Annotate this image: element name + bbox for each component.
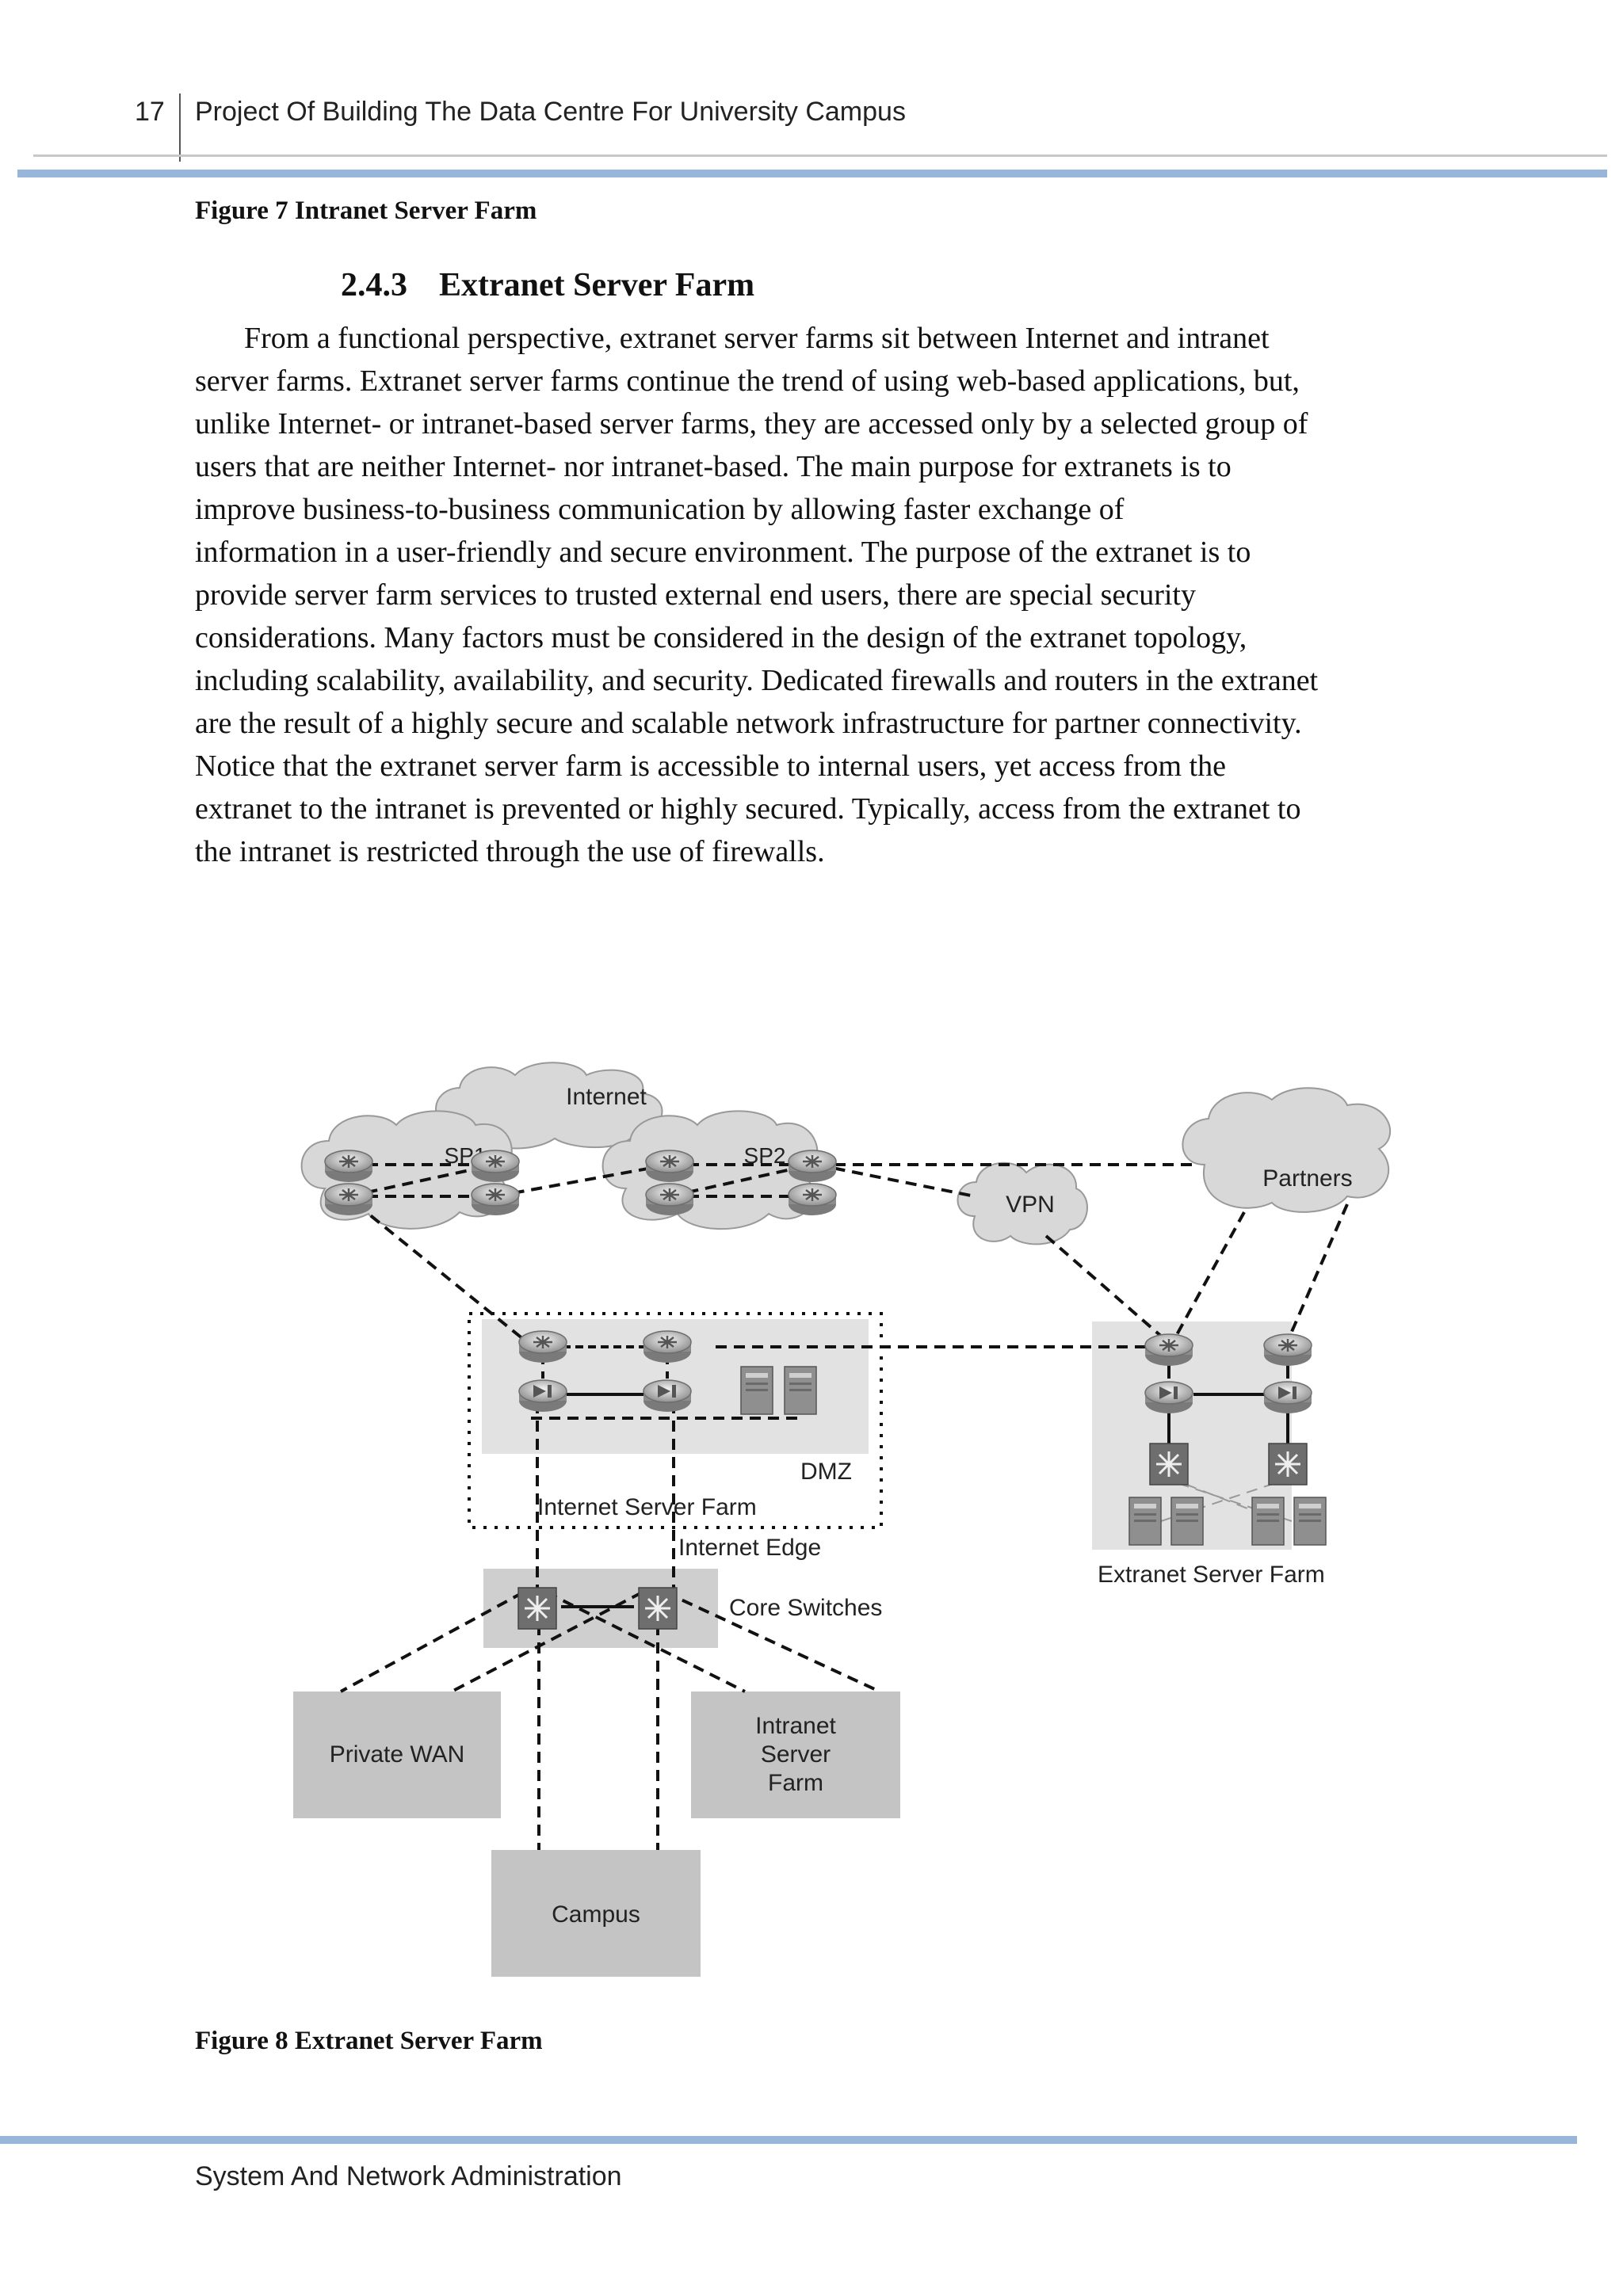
paragraph-line: extranet to the intranet is prevented or… <box>195 792 1301 826</box>
campus-box <box>491 1850 701 1977</box>
paragraph-line: From a functional perspective, extranet … <box>244 322 1270 355</box>
extranet-server-farm-label: Extranet Server Farm <box>1098 1562 1325 1588</box>
page-number: 17 <box>135 97 165 127</box>
dmz-server-icon <box>784 1366 817 1415</box>
dmz-server-icon <box>740 1366 773 1415</box>
extranet-server-icon <box>1170 1497 1204 1546</box>
intranet-server-farm-box <box>691 1691 900 1818</box>
internet-server-farm-label: Internet Server Farm <box>537 1494 757 1520</box>
paragraph-line: considerations. Many factors must be con… <box>195 621 1247 654</box>
section-title: Extranet Server Farm <box>439 267 755 303</box>
header-rule <box>33 154 1607 157</box>
paragraph-line: including scalability, availability, and… <box>195 664 1319 697</box>
paragraph-line: are the result of a highly secure and sc… <box>195 707 1302 740</box>
vpn-cloud: VPN <box>957 1161 1088 1245</box>
intranet-label-line1: Intranet <box>755 1713 836 1739</box>
figure8-caption: Figure 8 Extranet Server Farm <box>195 2027 543 2055</box>
header-title: Project Of Building The Data Centre For … <box>195 97 906 127</box>
private-wan-box <box>293 1691 501 1818</box>
partners-label: Partners <box>1262 1165 1352 1192</box>
extranet-firewall-icon <box>1144 1381 1193 1414</box>
partners-cloud: Partners <box>1182 1087 1392 1213</box>
dmz-firewall-icon <box>518 1379 567 1413</box>
sp2-router-icon <box>787 1182 838 1217</box>
figure7-caption: Figure 7 Intranet Server Farm <box>195 196 537 225</box>
extranet-network-diagram: Internet SP1 SP2 VPN Partners <box>293 1046 1434 1989</box>
header-divider <box>179 93 181 162</box>
sp1-router-icon <box>470 1182 521 1217</box>
body-paragraph: From a functional perspective, extranet … <box>195 317 1431 873</box>
extranet-firewall-icon <box>1263 1381 1312 1414</box>
core-switch-icon <box>637 1586 678 1630</box>
sp1-router-icon <box>470 1149 521 1184</box>
footer-accent-bar <box>0 2136 1577 2144</box>
dmz-router-icon <box>642 1329 693 1364</box>
paragraph-line: unlike Internet- or intranet-based serve… <box>195 407 1308 441</box>
header-accent-bar <box>17 170 1607 177</box>
paragraph-line: information in a user-friendly and secur… <box>195 536 1251 569</box>
paragraph-line: server farms. Extranet server farms cont… <box>195 364 1300 398</box>
extranet-switch-icon <box>1148 1442 1190 1486</box>
sp2-router-icon <box>787 1149 838 1184</box>
sp1-router-icon <box>323 1182 374 1217</box>
intranet-label-line2: Server <box>761 1741 831 1768</box>
extranet-server-icon <box>1293 1497 1327 1546</box>
section-heading: 2.4.3 Extranet Server Farm <box>341 266 754 304</box>
paragraph-line: provide server farm services to trusted … <box>195 578 1196 612</box>
solid-links <box>561 1359 1289 1608</box>
sp2-router-icon <box>644 1182 695 1217</box>
section-number: 2.4.3 <box>341 267 407 303</box>
internet-edge-boundary <box>468 1312 883 1529</box>
paragraph-line: users that are neither Internet- nor int… <box>195 450 1232 483</box>
paragraph-line: improve business-to-business communicati… <box>195 493 1125 526</box>
footer-text: System And Network Administration <box>195 2161 622 2191</box>
core-switches-label: Core Switches <box>729 1595 882 1621</box>
sp1-router-icon <box>323 1149 374 1184</box>
extranet-router-icon <box>1144 1333 1194 1367</box>
dmz-label: DMZ <box>800 1459 852 1485</box>
paragraph-line: Notice that the extranet server farm is … <box>195 749 1226 783</box>
internet-edge-label: Internet Edge <box>678 1535 821 1561</box>
dmz-router-icon <box>517 1329 568 1364</box>
paragraph-line: the intranet is restricted through the u… <box>195 835 825 868</box>
extranet-switch-icon <box>1267 1442 1308 1486</box>
sp2-router-icon <box>644 1149 695 1184</box>
private-wan-label: Private WAN <box>330 1741 465 1768</box>
extranet-server-icon <box>1128 1497 1162 1546</box>
vpn-label: VPN <box>1006 1192 1055 1218</box>
extranet-router-icon <box>1262 1333 1313 1367</box>
extranet-server-icon <box>1251 1497 1285 1546</box>
dmz-firewall-icon <box>643 1379 692 1413</box>
core-switch-icon <box>517 1586 558 1630</box>
internet-label: Internet <box>566 1084 647 1110</box>
intranet-label-line3: Farm <box>768 1770 823 1796</box>
campus-label: Campus <box>552 1901 640 1928</box>
